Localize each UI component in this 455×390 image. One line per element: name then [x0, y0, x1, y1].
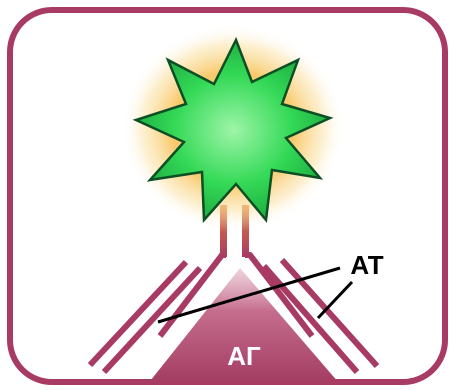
antibody-label: АТ	[350, 250, 383, 280]
antigen-label: АГ	[227, 341, 261, 371]
